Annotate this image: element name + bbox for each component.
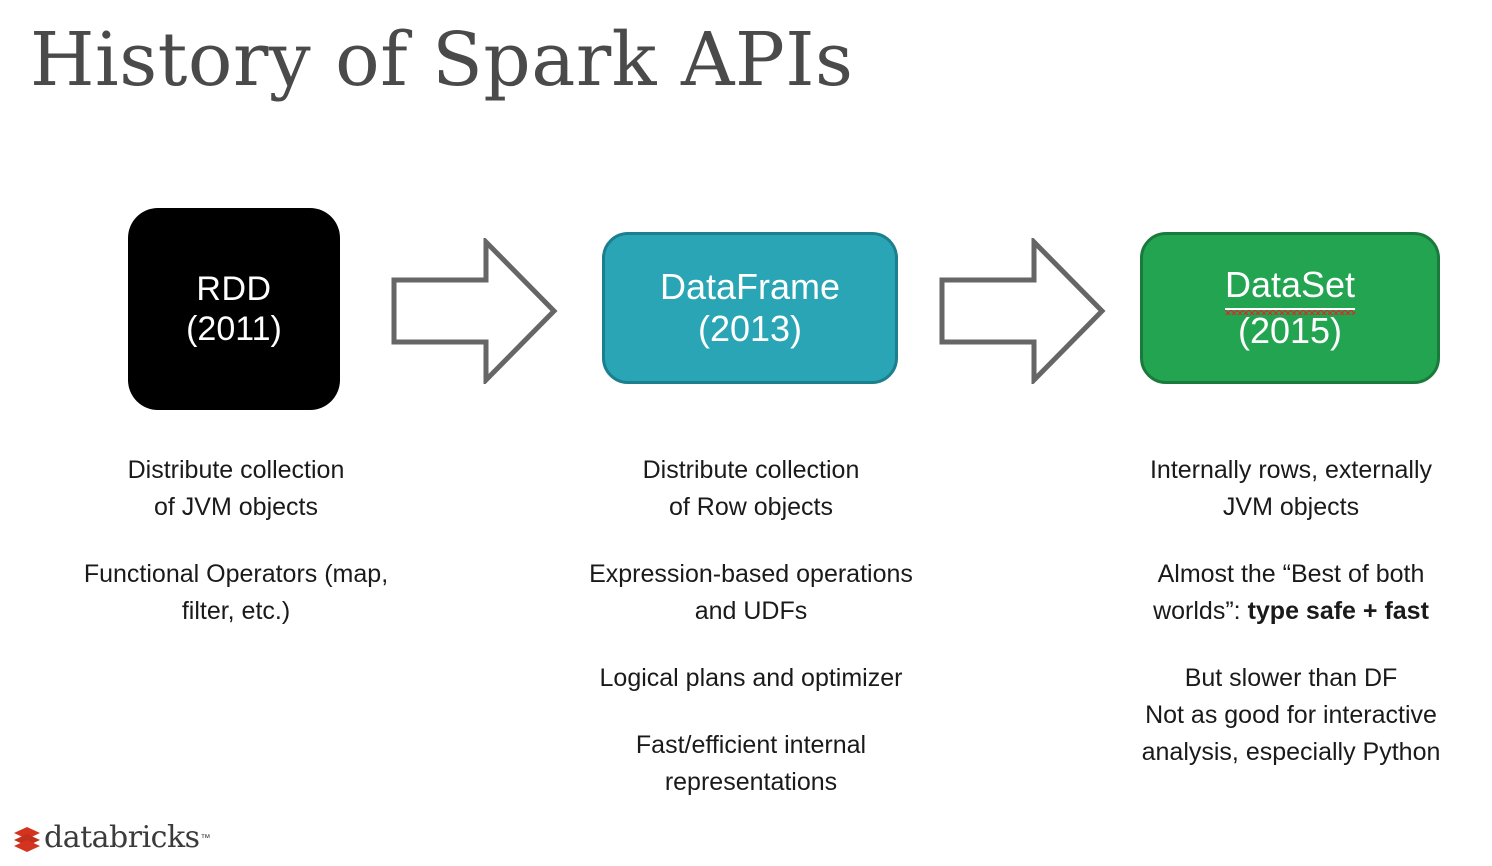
description-line: Logical plans and optimizer <box>599 664 903 692</box>
description-line: filter, etc.) <box>181 597 291 625</box>
description-line: Almost the “Best of both <box>1157 560 1425 588</box>
description-line: Functional Operators (map, <box>83 560 389 588</box>
description-line: Expression-based operations <box>589 560 913 588</box>
description-item: Almost the “Best of both worlds”: type s… <box>1096 556 1486 630</box>
description-line: worlds”: <box>1153 597 1248 625</box>
stage-year-dataset: (2015) <box>1237 310 1343 351</box>
stage-name-dataset: DataSet <box>1224 264 1356 316</box>
databricks-stacked-slabs-icon <box>12 823 42 853</box>
description-line: Internally rows, externally <box>1149 456 1433 484</box>
description-line: But slower than DF <box>1184 664 1398 692</box>
description-line: Distribute collection <box>127 456 345 484</box>
description-item: Internally rows, externally JVM objects <box>1096 452 1486 526</box>
description-emphasis: type safe + fast <box>1247 597 1429 625</box>
stage-box-dataframe[interactable]: DataFrame (2013) <box>602 232 898 384</box>
description-line: of Row objects <box>669 493 833 521</box>
trademark-symbol: ™ <box>200 832 211 844</box>
description-line: representations <box>664 768 838 796</box>
databricks-logo: databricks ™ <box>12 818 211 858</box>
stage-year-dataframe: (2013) <box>697 308 803 349</box>
description-column-dataframe: Distribute collection of Row objects Exp… <box>560 452 942 801</box>
stage-year-rdd: (2011) <box>186 310 282 348</box>
description-line: Fast/efficient internal <box>635 731 867 759</box>
description-item: Distribute collection of Row objects <box>560 452 942 526</box>
description-item: Fast/efficient internal representations <box>560 727 942 801</box>
stage-name-dataframe: DataFrame <box>659 265 841 307</box>
stage-name-rdd: RDD <box>196 269 272 308</box>
description-line: Not as good for interactive <box>1145 701 1437 729</box>
description-item: But slower than DF Not as good for inter… <box>1096 660 1486 771</box>
description-line: of JVM objects <box>154 493 318 521</box>
block-right-arrow-icon <box>938 238 1106 384</box>
description-column-dataset: Internally rows, externally JVM objects … <box>1096 452 1486 771</box>
stage-box-dataset[interactable]: DataSet (2015) <box>1140 232 1440 384</box>
stage-box-rdd[interactable]: RDD (2011) <box>128 208 340 410</box>
block-right-arrow-icon <box>390 238 558 384</box>
databricks-wordmark: databricks <box>44 820 200 855</box>
page-title: History of Spark APIs <box>30 17 854 103</box>
description-item: Distribute collection of JVM objects <box>45 452 427 526</box>
description-column-rdd: Distribute collection of JVM objects Fun… <box>45 452 427 630</box>
description-line: JVM objects <box>1222 493 1360 521</box>
description-item: Expression-based operations and UDFs <box>560 556 942 630</box>
description-item: Logical plans and optimizer <box>560 660 942 697</box>
description-line: analysis, especially Python <box>1141 738 1441 766</box>
description-line: Distribute collection <box>642 456 860 484</box>
description-line: and UDFs <box>694 597 808 625</box>
description-item: Functional Operators (map, filter, etc.) <box>45 556 427 630</box>
